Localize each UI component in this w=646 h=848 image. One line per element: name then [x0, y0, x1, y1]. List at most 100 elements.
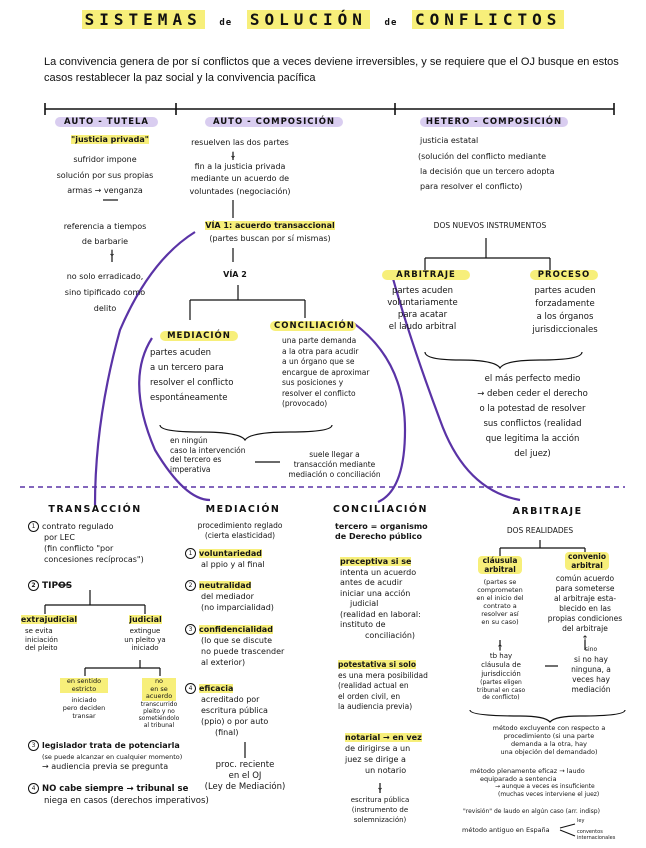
- convenio-line: propias condiciones: [547, 614, 623, 623]
- conciliacion-bottom-line: de Derecho público: [335, 532, 422, 541]
- sentido-estricto-line: transar: [72, 712, 96, 720]
- auto-tutela-text-4: referencia a tiempos: [63, 222, 147, 231]
- via-1-sub: (partes buscan por sí mismas): [209, 234, 331, 243]
- notarial-line: solemnización): [353, 816, 407, 824]
- auto-tutela-text-3: armas → venganza: [67, 186, 143, 195]
- hetero-text-5: DOS NUEVOS INSTRUMENTOS: [433, 221, 547, 230]
- perfecto-line: o la potestad de resolver: [479, 404, 586, 414]
- auto-tutela-text-5: de barbarie: [81, 237, 129, 246]
- no-sentido-text: transcurrido pleito y no sometiéndolo al…: [128, 701, 190, 729]
- metodo-2-line: → aunque a veces es insuficiente: [495, 783, 595, 790]
- auto-tutela-text-1: sufridor impone: [73, 155, 137, 164]
- conciliacion-bottom-head: CONCILIACIÓN: [333, 504, 428, 515]
- auto-comp-text-2: fin a la justicia privada: [194, 162, 286, 171]
- convenio-line: blecido en las: [559, 604, 611, 613]
- perfecto-medio-text: el más perfecto medio → deben ceder el d…: [450, 372, 615, 462]
- mediacion-i3-line: (lo que se discute: [201, 636, 273, 645]
- tipos-label: TIPOS: [42, 581, 73, 591]
- sentido-estricto-line: pero deciden: [62, 704, 106, 712]
- no-sentido-label: no en se acuerdo: [142, 677, 176, 701]
- mediacion-i4-line: (final): [215, 728, 239, 737]
- auto-tutela-text-7: sino tipificado como: [64, 288, 146, 297]
- preceptiva-line: instituto de: [340, 620, 386, 629]
- bottom-left-line: imperativa: [170, 464, 211, 474]
- bottom-right-line: suele llegar a: [309, 450, 360, 459]
- no-sentido-line: pleito y no: [143, 708, 175, 715]
- auto-comp-bottom-right: suele llegar a transacción mediante medi…: [282, 450, 387, 480]
- convenio-arbitral-label: convenio arbitral: [565, 552, 609, 570]
- mediacion-top-line: resolver el conflicto: [150, 378, 234, 388]
- auto-tutela-text-8: delito: [93, 304, 117, 313]
- hetero-text-3: la decisión que un tercero adopta: [420, 167, 555, 176]
- preceptiva-line: iniciar una acción: [340, 588, 411, 598]
- proceso-line: jurisdiccionales: [532, 325, 598, 335]
- title-word-3: SOLUCIÓN: [246, 10, 370, 29]
- number-4-icon: 4: [185, 683, 196, 694]
- transaccion-i1-line: por LEC: [44, 533, 75, 542]
- si-no-line: mediación: [571, 685, 611, 694]
- transaccion-i1-line: concesiones recíprocas"): [44, 555, 144, 564]
- conciliacion-bottom-text-1: tercero = organismo de Derecho público: [335, 522, 455, 542]
- clausula-arbitral-label: cláusula arbitral: [478, 556, 522, 574]
- page-title: SISTEMAS de SOLUCIÓN de CONFLICTOS: [0, 10, 646, 29]
- potestativa-line: (realidad actual en: [338, 681, 409, 690]
- preceptiva-line: preceptiva si se: [340, 557, 412, 566]
- mediacion-top-line: espontáneamente: [150, 393, 228, 403]
- bottom-left-line: del tercero es: [170, 455, 222, 464]
- extrajudicial-line: iniciación: [25, 635, 58, 644]
- judicial-line: iniciado: [131, 644, 159, 652]
- arbitraje-top-head: ARBITRAJE: [382, 270, 470, 280]
- judicial-text: extingue un pleito ya iniciado: [115, 627, 175, 653]
- transaccion-i1-line: (fin conflicto "por: [44, 544, 114, 553]
- metodo-2-line: (muchas veces interviene el juez): [498, 791, 600, 798]
- no-sentido-line: no: [154, 677, 164, 685]
- preceptiva-line: intenta un acuerdo: [340, 567, 417, 577]
- arbitraje-metodo-2: método plenamente eficaz → laudo equipar…: [470, 767, 630, 799]
- no-sentido-line: transcurrido: [140, 701, 178, 708]
- proceso-text: partes acuden forzadamente a los órganos…: [510, 285, 620, 337]
- auto-tutela-head: AUTO - TUTELA: [55, 117, 158, 127]
- auto-comp-text-4: voluntades (negociación): [189, 187, 291, 196]
- conciliacion-top-line: a un órgano que se: [282, 357, 355, 366]
- auto-tutela-label: "justicia privada": [71, 135, 149, 144]
- metodo-1-line: demanda a la otra, hay: [511, 740, 587, 748]
- arrow-up-icon: ↑: [581, 635, 589, 645]
- mediacion-i3-line: al exterior): [201, 658, 246, 667]
- number-1-icon: 1: [185, 548, 196, 559]
- notarial-line: notarial → en vez: [345, 733, 422, 742]
- arbitraje-bottom-head: ARBITRAJE: [512, 506, 583, 517]
- no-sentido-line: en se: [150, 684, 168, 693]
- bottom-right-line: mediación o conciliación: [288, 470, 381, 479]
- sentido-estricto-line: iniciado: [71, 696, 97, 704]
- perfecto-line: que legitima la acción: [485, 434, 580, 444]
- convenio-line: del arbitraje: [562, 624, 608, 633]
- clausula-line: resolver así: [481, 610, 519, 618]
- sentido-estricto-line: estricto: [71, 684, 97, 693]
- title-word-1: SISTEMAS: [81, 10, 205, 29]
- proceso-line: a los órganos: [536, 312, 594, 322]
- bottom-right-line: transacción mediante: [293, 460, 376, 469]
- preceptiva-line: judicial: [350, 599, 379, 608]
- mediacion-i4-line: eficacia: [199, 684, 234, 693]
- arrow-down-icon: ↓: [376, 783, 384, 793]
- sentido-estricto-text: iniciado pero deciden transar: [58, 696, 110, 720]
- extrajudicial-line: se evita: [25, 627, 53, 635]
- auto-tutela-text-6: no solo erradicado,: [66, 272, 144, 281]
- tb-hay-line: jurisdicción: [481, 670, 521, 678]
- mediacion-i2-line: del mediador: [201, 592, 254, 601]
- convenio-line: para someterse: [555, 584, 615, 593]
- transaccion-i3-line: → audiencia previa se pregunta: [42, 762, 169, 771]
- preceptiva-line: (realidad en laboral:: [340, 609, 421, 619]
- title-word-5: CONFLICTOS: [412, 10, 565, 29]
- notarial-line: escritura pública: [350, 796, 410, 804]
- via-2-label: VÍA 2: [223, 270, 247, 279]
- number-2-icon: 2: [185, 580, 196, 591]
- transaccion-i3-line: (se puede alcanzar en cualquier momento): [42, 752, 183, 761]
- bottom-left-line: caso la intervención: [170, 445, 246, 455]
- number-3-icon: 3: [185, 624, 196, 635]
- auto-composicion-head: AUTO - COMPOSICIÓN: [205, 117, 343, 127]
